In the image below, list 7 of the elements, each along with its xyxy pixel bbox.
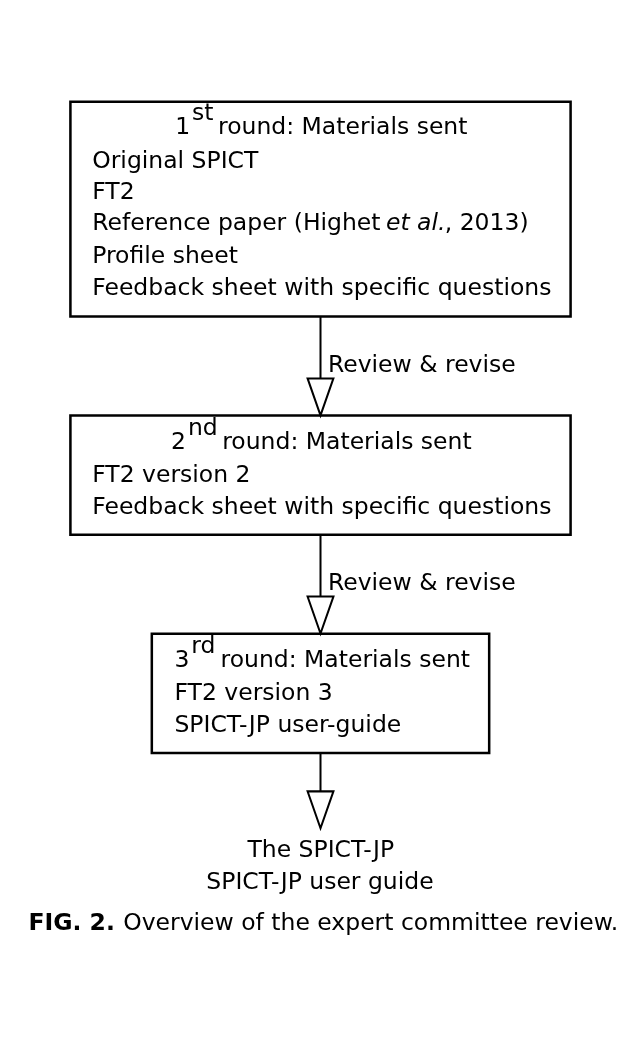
arrow (306, 753, 335, 832)
edge-label: Review & revise (327, 350, 516, 379)
node-text: The SPICT-JP SPICT-JP user guide (206, 835, 434, 896)
arrow (306, 316, 335, 419)
caption: FIG. 2. Overview of the expert committee review. (28, 907, 619, 936)
arrow (306, 535, 335, 637)
edge-label: Review & revise (327, 568, 516, 597)
